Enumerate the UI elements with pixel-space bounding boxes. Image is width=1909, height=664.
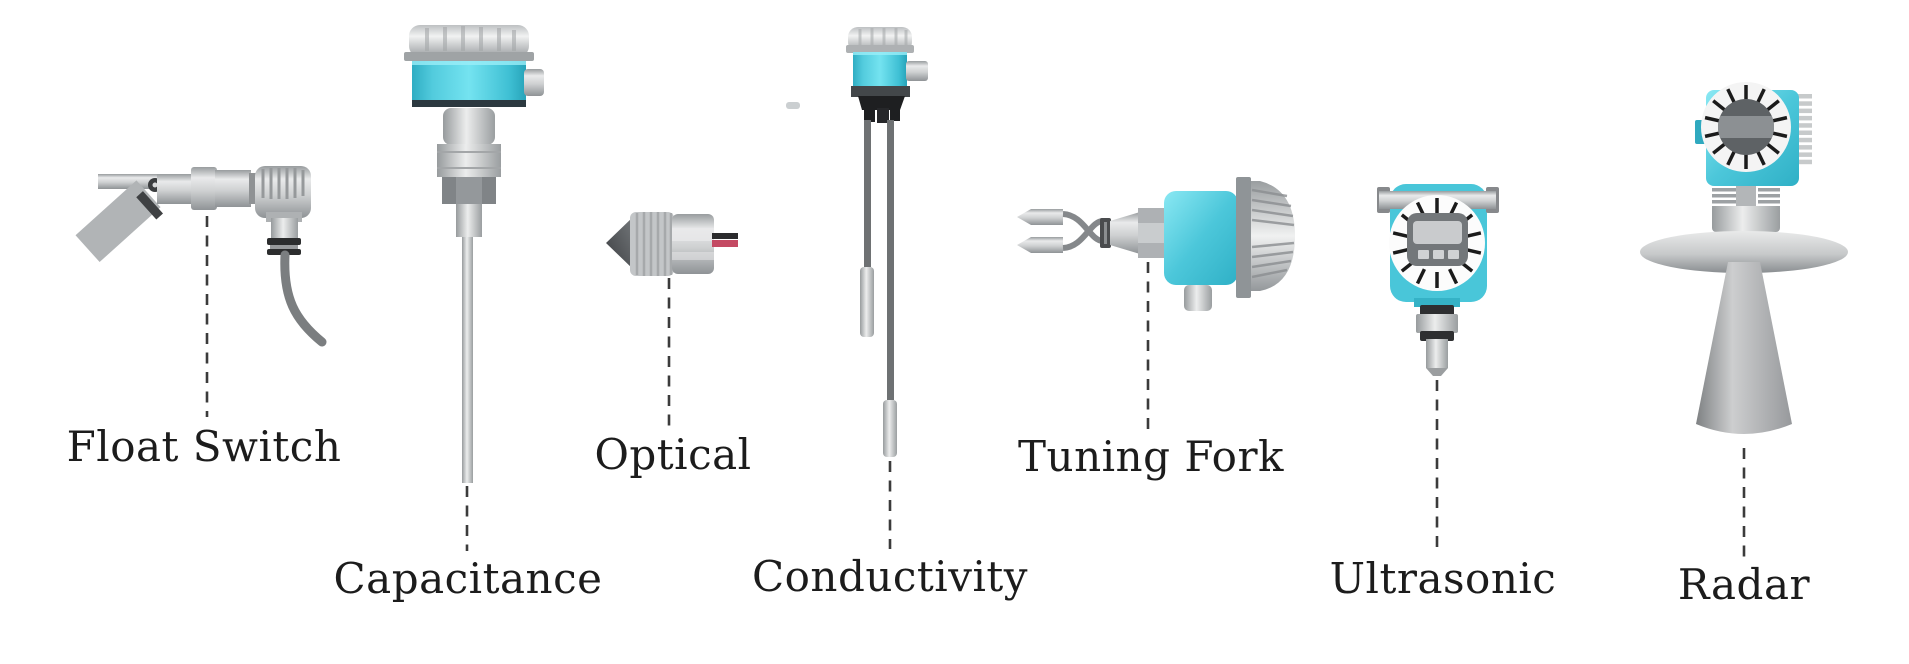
- radar-flange-disc: [1640, 231, 1848, 273]
- conductivity-gland: [858, 96, 905, 110]
- ultrasonic-button: [1433, 250, 1444, 259]
- radar-horn-sensor-icon: [1640, 82, 1848, 558]
- float-switch-sensor-icon: [75, 166, 327, 417]
- radar-horn-antenna: [1696, 262, 1792, 434]
- fork-bottom-port: [1184, 285, 1212, 311]
- capacitance-label: Capacitance: [333, 554, 603, 603]
- optical-label: Optical: [594, 430, 752, 479]
- ultrasonic-sensor-icon: [1377, 184, 1499, 554]
- conductivity-housing: [853, 52, 907, 87]
- capacitance-neck: [443, 108, 495, 145]
- ultrasonic-transducer-stem: [1426, 339, 1448, 368]
- conductivity-side-port: [906, 61, 928, 81]
- ultrasonic-button: [1448, 250, 1459, 259]
- radar-mount-block: [1712, 206, 1780, 232]
- optical-housing: [672, 214, 714, 274]
- radar-label: Radar: [1677, 560, 1811, 609]
- float-body-collar: [191, 167, 217, 210]
- float-body-segment: [157, 174, 195, 204]
- optical-sensor-icon: [606, 212, 738, 427]
- tuning-fork-sensor-icon: [1017, 177, 1295, 429]
- ultrasonic-screen: [1413, 221, 1462, 244]
- fork-back-cap: [1251, 181, 1295, 291]
- conductivity-label: Conductivity: [751, 552, 1029, 601]
- float-link: [136, 191, 164, 220]
- ultrasonic-collar: [1416, 314, 1458, 333]
- tuning-fork-label: Tuning Fork: [1018, 432, 1284, 481]
- fork-prong-top: [1017, 209, 1063, 225]
- stray-mark: [786, 102, 800, 109]
- float-cable: [280, 250, 327, 347]
- optical-black-wire: [712, 233, 738, 239]
- optical-cone-tip: [606, 216, 634, 270]
- conductivity-probe-sensor-icon: [786, 27, 928, 549]
- fork-prong-bottom: [1017, 237, 1063, 253]
- float-connector-block: [255, 166, 311, 218]
- float-cable-gland: [271, 218, 298, 240]
- conductivity-long-rod: [887, 120, 894, 400]
- fork-housing: [1164, 191, 1238, 285]
- float-paddle: [75, 180, 161, 263]
- conductivity-long-electrode: [883, 400, 897, 457]
- capacitance-side-port: [524, 69, 544, 96]
- fork-neck: [1110, 212, 1140, 254]
- capacitance-probe-rod: [462, 237, 473, 483]
- conductivity-short-rod: [864, 120, 871, 267]
- float-switch-label: Float Switch: [66, 422, 342, 471]
- optical-red-wire: [712, 240, 738, 247]
- conductivity-short-electrode: [860, 267, 874, 337]
- float-arm: [98, 174, 158, 189]
- radar-fins: [1797, 94, 1812, 165]
- ultrasonic-button: [1418, 250, 1429, 259]
- ultrasonic-label: Ultrasonic: [1329, 554, 1557, 603]
- capacitance-housing: [412, 61, 526, 107]
- capacitance-probe-sensor-icon: [404, 25, 544, 551]
